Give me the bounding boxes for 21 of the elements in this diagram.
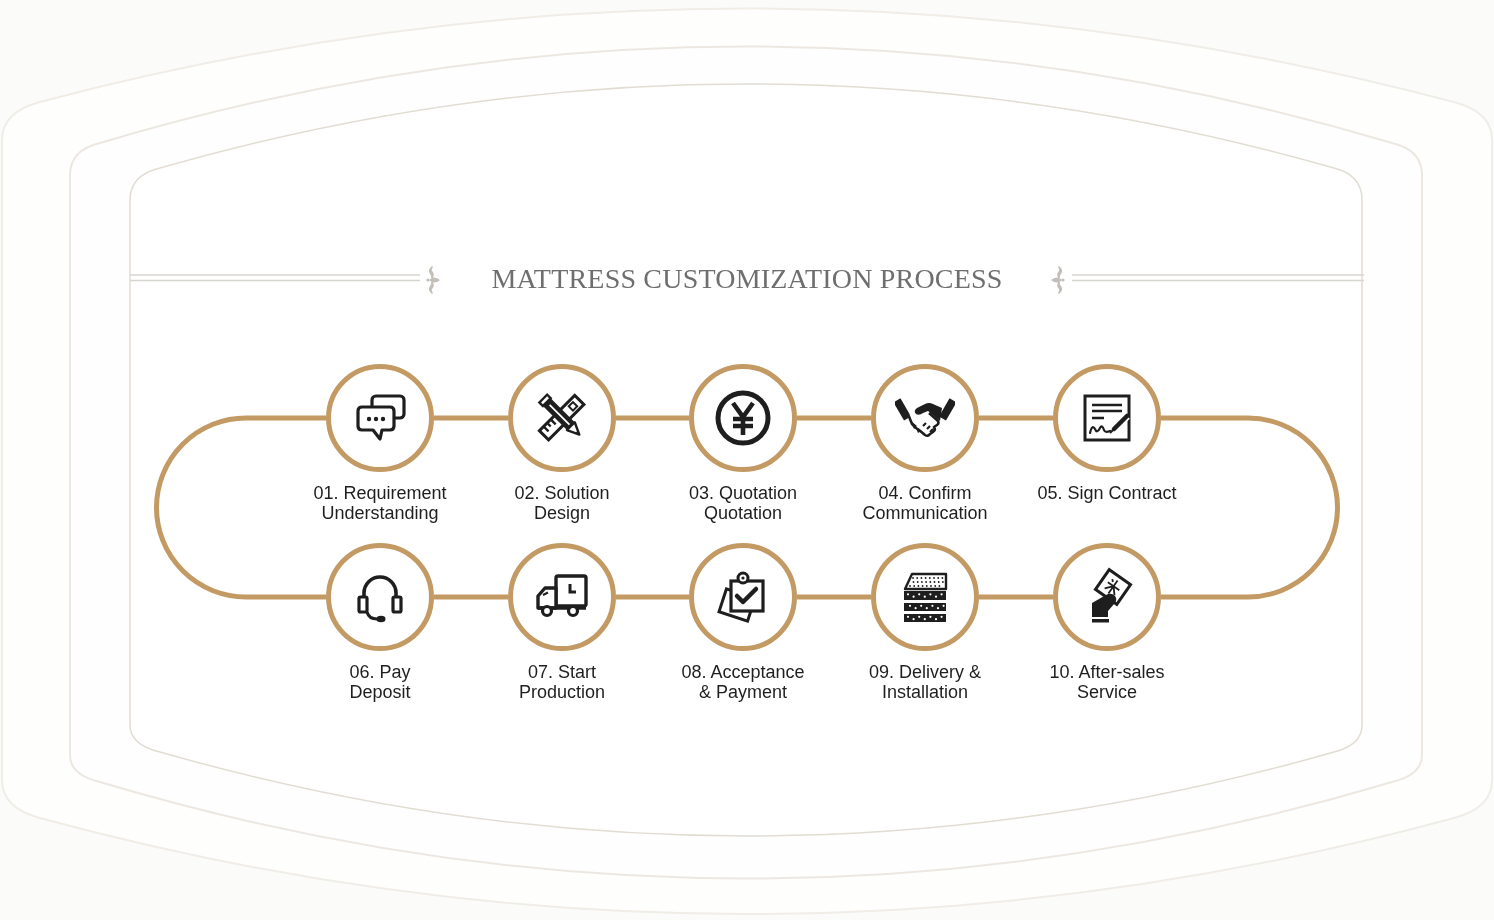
connector-line — [979, 594, 1053, 600]
step-label: 01. Requirement Understanding — [312, 483, 448, 523]
connector-line — [797, 415, 871, 421]
step-label: 07. Start Production — [517, 662, 607, 702]
step-label: 09. Delivery & Installation — [867, 662, 982, 702]
step-label: 03. Quotation Quotation — [687, 483, 799, 523]
connector-line — [154, 415, 326, 600]
step-label: 10. After-sales Service — [1048, 662, 1166, 702]
connector-line — [616, 415, 689, 421]
connector-line — [616, 594, 689, 600]
connector-line — [1161, 415, 1340, 600]
connector-line — [797, 594, 871, 600]
title: MATTRESS CUSTOMIZATION PROCESS — [491, 262, 1003, 296]
connector-line — [434, 415, 508, 421]
step-label: 08. Acceptance & Payment — [680, 662, 806, 702]
step-label: 02. Solution Design — [513, 483, 611, 523]
step-label: 06. Pay Deposit — [348, 662, 412, 702]
step-label: 04. Confirm Communication — [861, 483, 989, 523]
step-label: 05. Sign Contract — [1037, 483, 1177, 503]
connector-line — [434, 594, 508, 600]
connector-line — [979, 415, 1053, 421]
